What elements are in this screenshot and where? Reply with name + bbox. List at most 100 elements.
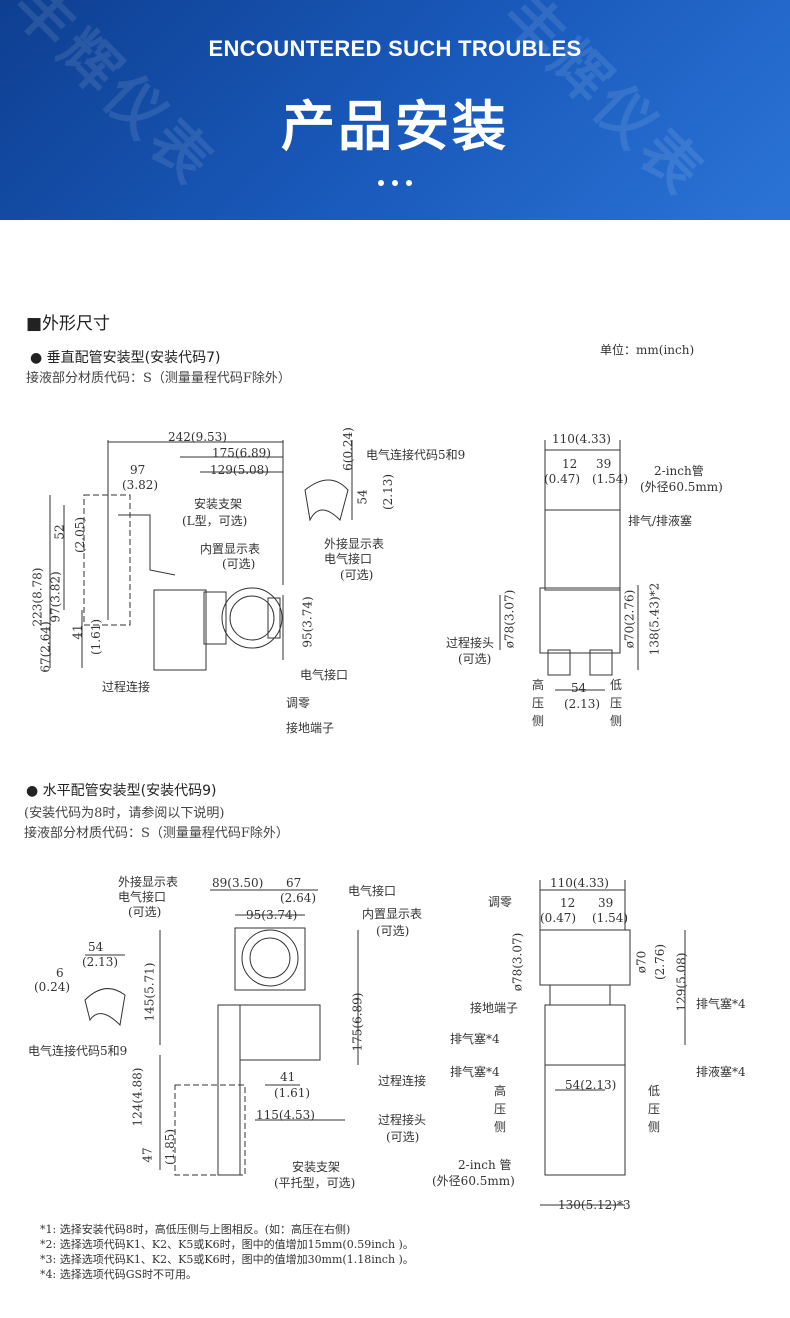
h-label-vent-left-1: 排气塞*4 [450, 1032, 500, 1046]
h-label-low-1: 低 [648, 1084, 661, 1098]
label-high-3: 侧 [532, 714, 545, 728]
h-dim-12-inch: (0.47) [540, 911, 577, 925]
label-process-joint: 过程接头 [446, 636, 495, 650]
h-dim-129: 129(5.08) [674, 952, 689, 1012]
h-label-display-opt: (可选) [376, 924, 410, 938]
label-zero: 调零 [286, 696, 311, 710]
label-ext-elec: 电气接口 [324, 552, 373, 566]
h-label-ext-opt: (可选) [128, 905, 162, 919]
h-dim-12: 12 [560, 896, 576, 910]
h-dim-67: 67 [286, 876, 302, 890]
horizontal-install-note: (安装代码为8时，请参阅以下说明) [24, 806, 225, 821]
label-process-joint-opt: (可选) [458, 652, 492, 666]
footnote-4: *4: 选择选项代码GS时不可用。 [40, 1268, 198, 1281]
h-dim-47-inch: (1.85) [163, 1128, 178, 1166]
h-dim-145: 145(5.71) [142, 962, 157, 1022]
h-label-vent-left-2: 排气塞*4 [450, 1065, 500, 1079]
dim-95: 95(3.74) [300, 596, 315, 648]
dim-54-bottom-inch: (2.13) [564, 697, 601, 711]
h-label-process-conn: 过程连接 [378, 1074, 427, 1088]
dim-223: 223(8.78) [30, 567, 45, 627]
h-label-bracket: 安装支架 [292, 1160, 341, 1174]
label-low-1: 低 [610, 678, 623, 692]
label-process-conn: 过程连接 [102, 680, 151, 694]
h-label-process-joint: 过程接头 [378, 1113, 427, 1127]
header-banner: 丰辉仪表 丰辉仪表 ENCOUNTERED SUCH TROUBLES 产品安装 [0, 0, 790, 220]
h-dim-41-inch: (1.61) [274, 1086, 311, 1100]
h-dim-6-inch: (0.24) [34, 980, 71, 994]
label-bracket-type: (L型，可选) [182, 514, 248, 528]
label-low-2: 压 [610, 696, 623, 710]
h-dim-110: 110(4.33) [550, 876, 609, 890]
h-label-elec-code: 电气连接代码5和9 [28, 1044, 128, 1058]
h-dim-115: 115(4.53) [256, 1108, 315, 1122]
dim-39-inch: (1.54) [592, 472, 629, 486]
dim-78: ø78(3.07) [502, 589, 517, 649]
h-dim-70: ø70 [634, 950, 649, 974]
dim-54-bottom: 54 [571, 681, 587, 695]
h-dim-6: 6 [56, 966, 64, 980]
horizontal-mount-title: ● 水平配管安装型(安装代码9) [26, 783, 217, 799]
dim-175: 175(6.89) [212, 446, 271, 460]
h-label-high-3: 侧 [494, 1120, 507, 1134]
vertical-material-note: 接液部分材质代码：S（测量量程代码F除外） [26, 371, 291, 386]
h-label-drain: 排液塞*4 [696, 1065, 746, 1079]
dim-41-inch: (1.61) [89, 618, 104, 656]
section-title: ■外形尺寸 [26, 314, 111, 334]
dim-6: 6(0.24) [340, 427, 355, 471]
h-dim-47: 47 [140, 1147, 155, 1163]
dim-12-inch: (0.47) [544, 472, 581, 486]
h-label-low-3: 侧 [648, 1120, 661, 1134]
label-pipe-od: (外径60.5mm) [640, 480, 723, 494]
label-bracket: 安装支架 [194, 497, 243, 511]
label-ground: 接地端子 [286, 721, 335, 735]
dim-52: 52 [52, 524, 67, 540]
h-dim-130: 130(5.12)*3 [558, 1198, 631, 1212]
h-dim-175: 175(6.89) [350, 992, 365, 1052]
footnote-1: *1: 选择安装代码8时，高低压侧与上图相反。(如：高压在右侧) [40, 1223, 351, 1236]
h-dim-78: ø78(3.07) [510, 932, 525, 992]
h-label-pipe: 2-inch 管 [458, 1158, 512, 1172]
label-pipe: 2-inch管 [654, 464, 704, 478]
label-ext-display: 外接显示表 [324, 537, 385, 551]
h-dim-95: 95(3.74) [246, 908, 298, 922]
dim-54: 54 [355, 489, 370, 505]
h-label-process-joint-opt: (可选) [386, 1130, 420, 1144]
unit-label: 单位：mm(inch) [600, 343, 695, 357]
h-label-ext-elec: 电气接口 [118, 890, 167, 904]
label-high-1: 高 [532, 678, 545, 692]
h-label-elec-port: 电气接口 [348, 884, 397, 898]
dim-12: 12 [562, 457, 578, 471]
h-dim-39: 39 [598, 896, 614, 910]
label-elec-port: 电气接口 [300, 668, 349, 682]
label-low-3: 侧 [610, 714, 623, 728]
h-dim-54-inch: (2.13) [82, 955, 119, 969]
h-dim-124: 124(4.88) [130, 1067, 145, 1127]
h-label-ext-display: 外接显示表 [118, 875, 179, 889]
h-dim-89: 89(3.50) [212, 876, 264, 890]
h-label-vent-right: 排气塞*4 [696, 997, 746, 1011]
dim-70: ø70(2.76) [622, 589, 637, 649]
label-display-opt: (可选) [222, 557, 256, 571]
vertical-mount-title: ● 垂直配管安装型(安装代码7) [30, 350, 221, 366]
h-label-pipe-od: (外径60.5mm) [432, 1174, 515, 1188]
label-display: 内置显示表 [200, 542, 261, 556]
h-label-bracket-type: (平托型，可选) [274, 1176, 356, 1190]
h-dim-54-bottom: 54(2.13) [565, 1078, 617, 1092]
dim-41: 41 [70, 624, 85, 640]
h-label-high-1: 高 [494, 1084, 507, 1098]
label-vent: 排气/排液塞 [628, 514, 693, 528]
chinese-title: 产品安装 [281, 95, 509, 158]
dim-67: 67(2.64) [38, 621, 53, 673]
dim-39: 39 [596, 457, 612, 471]
label-elec-code: 电气连接代码5和9 [366, 448, 466, 462]
h-dim-70-inch: (2.76) [653, 943, 668, 981]
dim-242: 242(9.53) [168, 430, 227, 444]
dim-129: 129(5.08) [210, 463, 269, 477]
h-label-display: 内置显示表 [362, 907, 423, 921]
h-dim-39-inch: (1.54) [592, 911, 629, 925]
dim-54-inch: (2.13) [381, 473, 396, 511]
dim-97-vertical: 97(3.82) [48, 571, 63, 623]
dim-97-inch: (3.82) [122, 478, 159, 492]
